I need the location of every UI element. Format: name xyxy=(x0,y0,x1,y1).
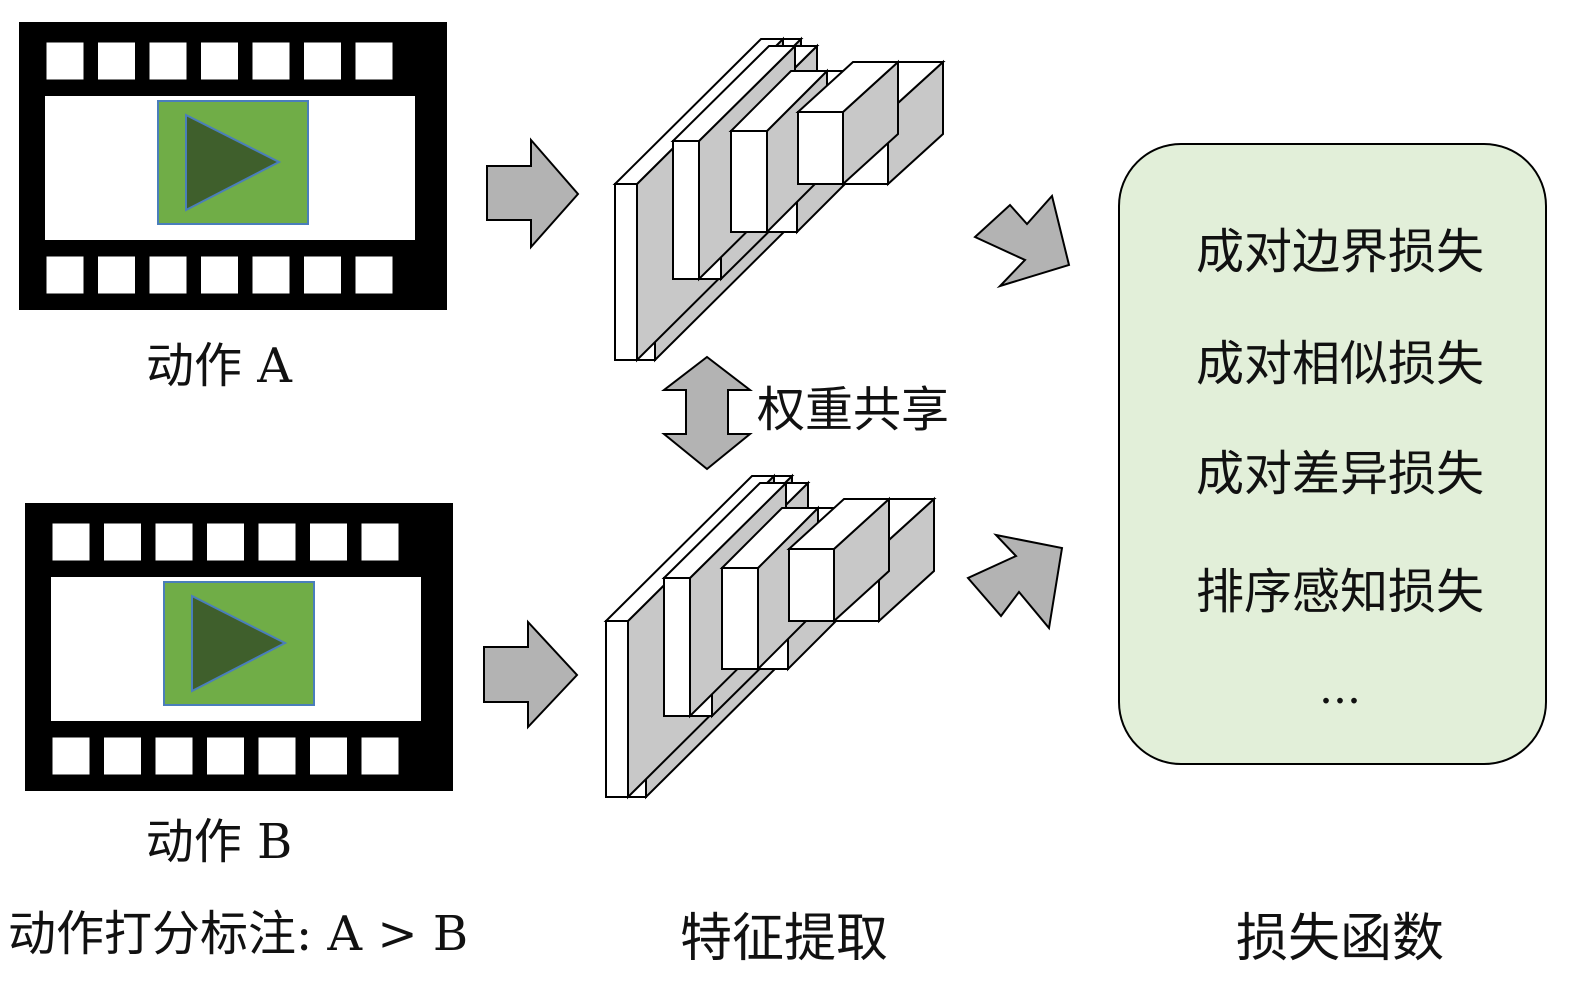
sprocket-hole xyxy=(303,255,342,295)
play-icon xyxy=(191,594,288,693)
film-strip-icon xyxy=(19,22,447,310)
arrow-right-icon xyxy=(966,533,1064,631)
sprocket-hole xyxy=(200,41,239,81)
sprocket-hole xyxy=(354,41,394,81)
sprocket-hole xyxy=(257,736,297,776)
sprocket-hole xyxy=(45,41,85,81)
arrow-right-icon xyxy=(486,137,580,250)
sprocket-hole xyxy=(360,522,400,562)
loss-function-panel xyxy=(1118,143,1547,765)
sprocket-hole xyxy=(251,255,291,295)
feature-extraction-label: 特征提取 xyxy=(680,909,888,969)
action-a-label: 动作 A xyxy=(146,338,293,394)
cnn-layers-icon xyxy=(603,473,937,800)
sprocket-hole xyxy=(257,522,297,562)
sprocket-hole xyxy=(154,736,194,776)
sprocket-hole xyxy=(206,522,245,562)
layer-front-face xyxy=(672,140,700,280)
sprocket-hole xyxy=(206,736,245,776)
sprocket-hole xyxy=(309,736,348,776)
sprocket-hole xyxy=(200,255,239,295)
video-thumbnail xyxy=(157,100,309,225)
layer-front-face xyxy=(614,183,638,361)
loss-item: 成对相似损失 xyxy=(1196,336,1484,392)
loss-item: 成对边界损失 xyxy=(1196,224,1484,280)
sprocket-hole xyxy=(148,41,188,81)
action-b-label: 动作 B xyxy=(146,814,293,870)
weight-sharing-label: 权重共享 xyxy=(757,382,949,438)
sprocket-hole xyxy=(103,522,142,562)
cnn-layers-icon xyxy=(612,36,946,363)
layer-front-face xyxy=(788,548,835,622)
loss-item: 排序感知损失 xyxy=(1196,564,1484,620)
annotation-label: 动作打分标注: A > B xyxy=(8,906,468,962)
sprocket-hole xyxy=(303,41,342,81)
layer-front-face xyxy=(721,567,759,670)
sprocket-hole xyxy=(45,255,85,295)
sprocket-hole xyxy=(148,255,188,295)
sprocket-hole xyxy=(51,736,91,776)
sprocket-hole xyxy=(103,736,142,776)
loss-item-ellipsis: ... xyxy=(1319,663,1361,714)
sprocket-hole xyxy=(354,255,394,295)
arrow-right-icon xyxy=(483,619,579,730)
sprocket-hole xyxy=(251,41,291,81)
sprocket-hole xyxy=(360,736,400,776)
double-arrow-vertical-icon xyxy=(661,355,753,471)
sprocket-hole xyxy=(97,255,136,295)
film-strip-icon xyxy=(25,503,453,791)
layer-front-face xyxy=(797,111,844,185)
layer-front-face xyxy=(605,620,629,798)
sprocket-hole xyxy=(154,522,194,562)
sprocket-hole xyxy=(97,41,136,81)
loss-item: 成对差异损失 xyxy=(1196,446,1484,502)
play-icon xyxy=(185,113,282,212)
loss-functions-label: 损失函数 xyxy=(1236,909,1444,969)
layer-front-face xyxy=(663,577,691,717)
arrow-right-icon xyxy=(973,193,1071,289)
sprocket-hole xyxy=(51,522,91,562)
layer-front-face xyxy=(730,130,768,233)
sprocket-hole xyxy=(309,522,348,562)
